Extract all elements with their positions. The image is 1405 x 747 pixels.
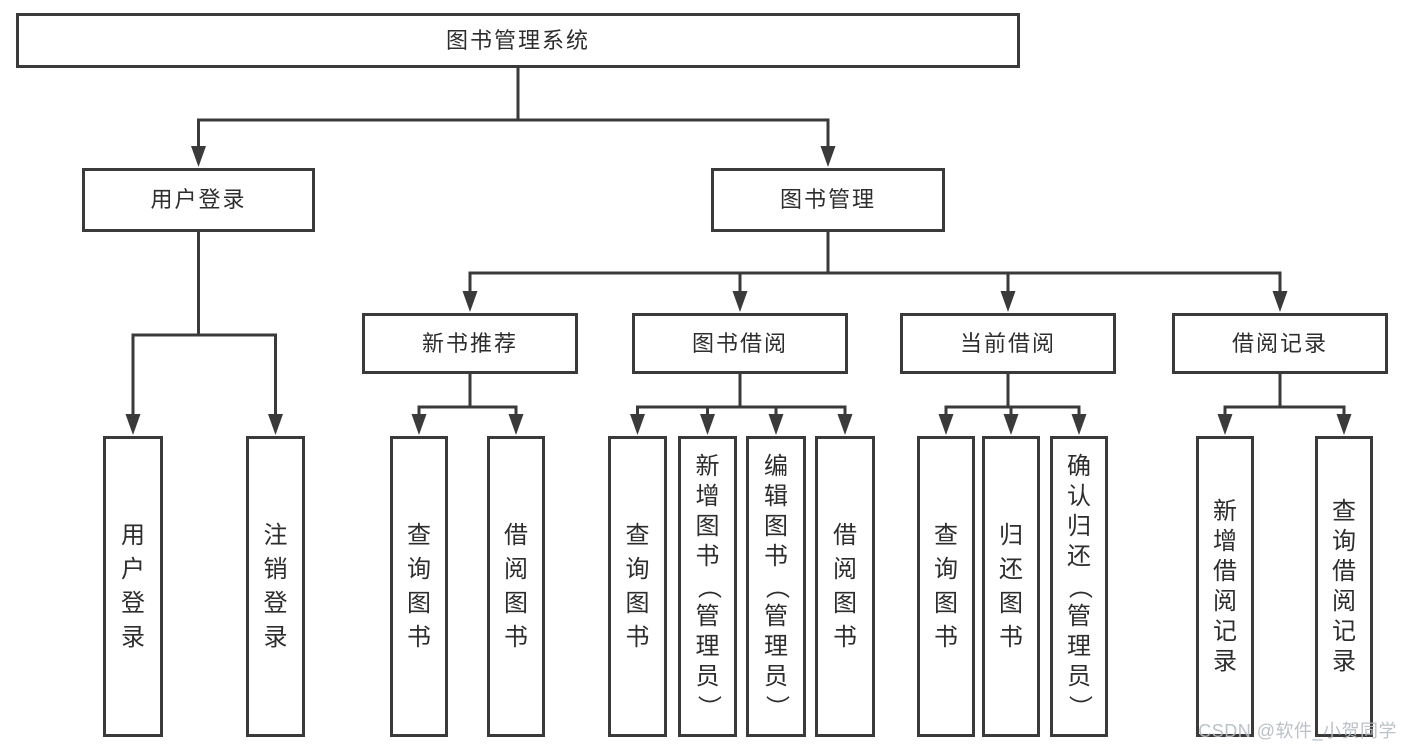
arrowhead-icon — [1217, 414, 1233, 435]
arrowhead-icon — [268, 414, 283, 435]
arrowhead-icon — [411, 414, 427, 435]
arrowhead-icon — [630, 414, 645, 435]
arrowhead-icon — [768, 414, 784, 435]
arrowhead-icon — [1272, 291, 1288, 312]
arrowhead-icon — [508, 414, 524, 435]
watermark: CSDN @软件_小贺同学 — [1198, 721, 1397, 741]
arrowhead-icon — [462, 291, 478, 312]
arrowhead-icon — [732, 291, 748, 312]
arrowhead-icon — [700, 414, 715, 435]
arrowhead-icon — [820, 146, 836, 167]
arrowhead-icon — [1071, 414, 1087, 435]
arrowhead-icon — [125, 414, 141, 435]
arrowhead-icon — [1000, 291, 1016, 312]
arrowhead-icon — [837, 414, 853, 435]
arrowhead-icon — [1003, 414, 1019, 435]
arrowhead-icon — [1336, 414, 1352, 435]
arrowhead-icon — [938, 414, 954, 435]
arrowhead-icon — [191, 146, 206, 167]
